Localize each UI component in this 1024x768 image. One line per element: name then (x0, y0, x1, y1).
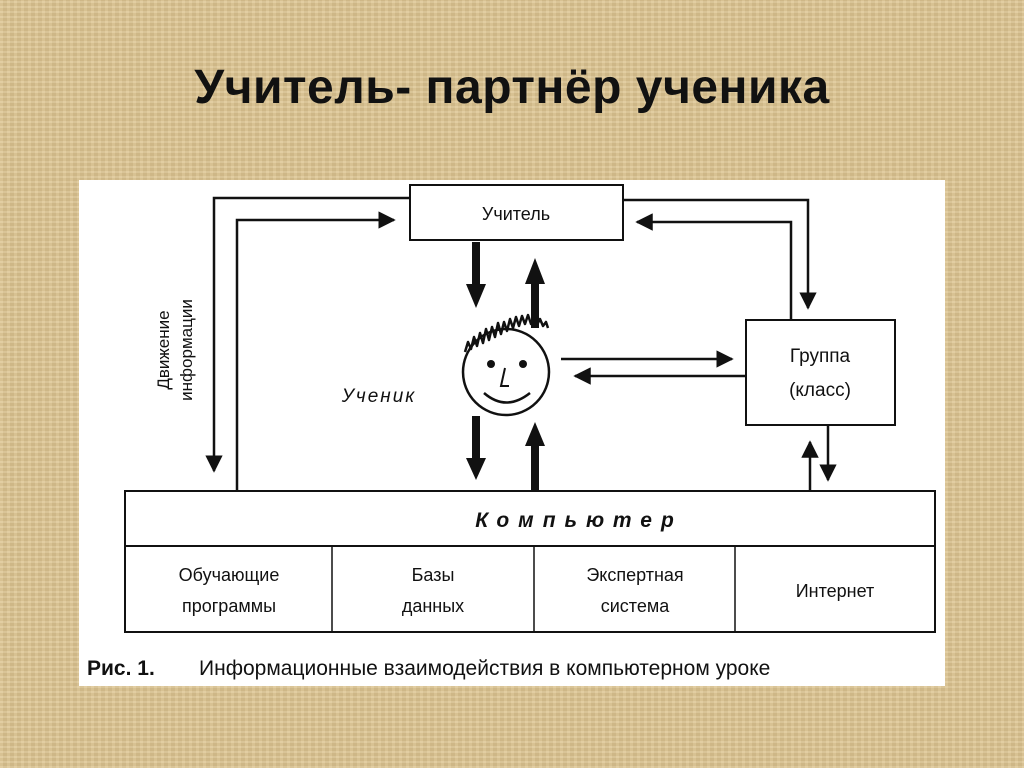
figure-panel: Учитель Группа (класс) Компьютер Обучающ… (79, 180, 945, 686)
module-label-line2: данных (402, 596, 464, 616)
computer-label: Компьютер (475, 509, 683, 532)
module-label-line1: Экспертная (586, 565, 683, 585)
information-interaction-diagram: Учитель Группа (класс) Компьютер Обучающ… (87, 184, 936, 680)
module-expert-system: Экспертная система (586, 565, 683, 616)
info-flow-line1: Движение (154, 310, 173, 389)
module-learning-programs: Обучающие программы (179, 565, 280, 616)
group-label-line1: Группа (790, 346, 851, 367)
caption-text: Информационные взаимодействия в компьюте… (199, 657, 770, 680)
module-label-line2: программы (182, 596, 276, 616)
figure-caption: Рис. 1. Информационные взаимодействия в … (87, 657, 770, 680)
teacher-label: Учитель (482, 204, 550, 224)
left-info-loop-arrows (205, 196, 410, 491)
module-label-line1: Базы (412, 565, 455, 585)
student-label: Ученик (341, 386, 417, 407)
info-flow-label: Движение информации (154, 299, 196, 401)
module-label-line1: Интернет (796, 581, 875, 601)
student-group-arrows (561, 350, 746, 385)
student-face-icon (461, 313, 551, 417)
caption-prefix: Рис. 1. (87, 657, 155, 680)
teacher-student-arrows (466, 242, 545, 328)
student-computer-arrows (466, 416, 545, 491)
module-label-line1: Обучающие (179, 565, 280, 585)
group-node: Группа (класс) (745, 319, 896, 426)
module-label-line2: система (601, 596, 670, 616)
computer-block: Компьютер Обучающие программы Базы данны… (124, 490, 936, 633)
group-computer-arrows (801, 425, 837, 491)
group-label-line2: (класс) (789, 380, 851, 401)
module-databases: Базы данных (402, 565, 464, 616)
teacher-group-arrows (623, 198, 817, 320)
teacher-node: Учитель (409, 184, 624, 241)
module-internet: Интернет (796, 581, 875, 601)
info-flow-line2: информации (177, 299, 196, 401)
slide-title: Учитель- партнёр ученика (194, 61, 830, 114)
